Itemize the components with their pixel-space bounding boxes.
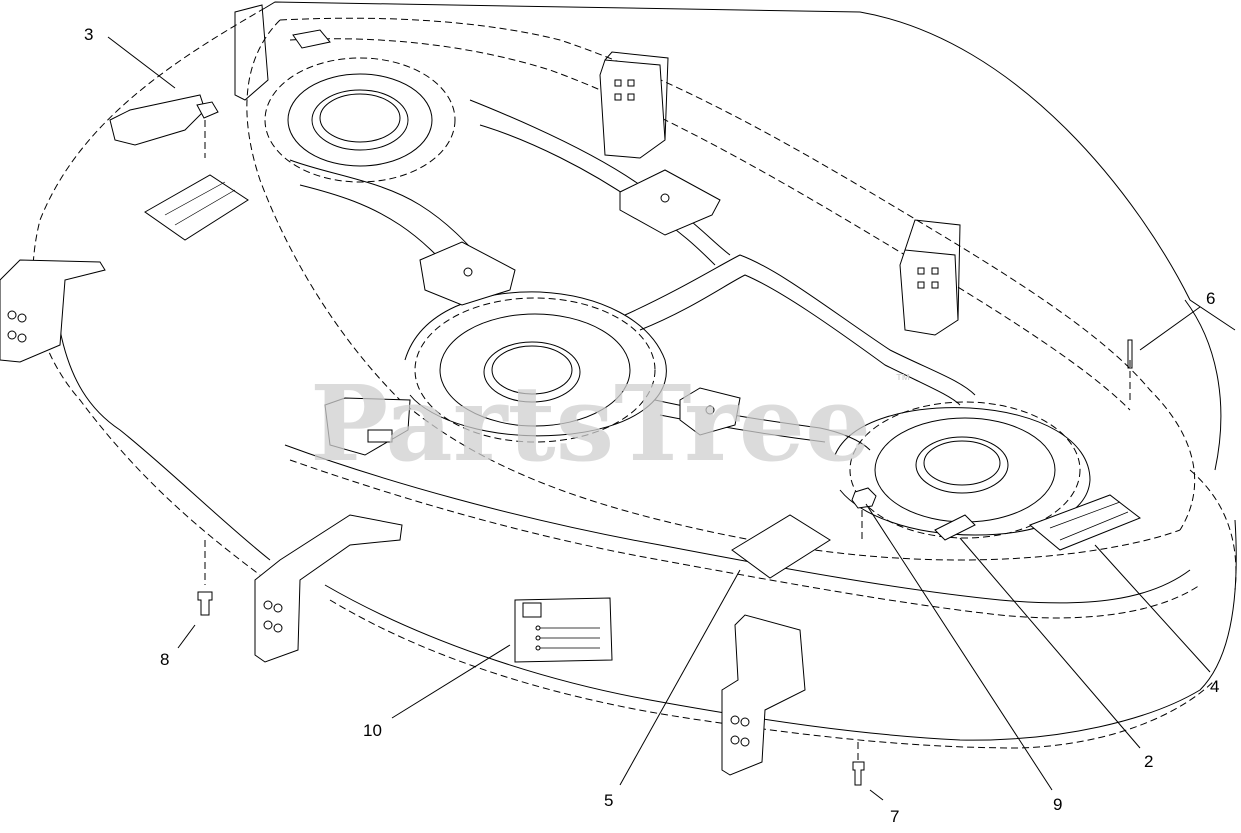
watermark-text: PartsTree bbox=[310, 362, 871, 485]
left-front-hanger bbox=[0, 259, 106, 363]
decal-instruction-plate bbox=[514, 597, 613, 663]
bolt-item-8 bbox=[197, 540, 213, 616]
leader-lines bbox=[107, 36, 1211, 801]
decal-top-small bbox=[292, 29, 331, 49]
callout-3: 3 bbox=[84, 25, 93, 44]
right-front-hanger bbox=[721, 614, 806, 776]
callout-8: 8 bbox=[160, 650, 169, 669]
pin-item-6 bbox=[1127, 339, 1133, 400]
top-left-mount-bracket bbox=[109, 4, 269, 146]
spindle-center bbox=[404, 291, 667, 443]
decal-left-safety bbox=[144, 174, 249, 241]
callout-5: 5 bbox=[604, 791, 613, 810]
decal-center-blank bbox=[731, 514, 831, 579]
rear-bracket-right bbox=[899, 219, 961, 336]
callout-10: 10 bbox=[363, 721, 382, 740]
watermark-trademark: ™ bbox=[895, 372, 911, 389]
left-rear-hanger bbox=[254, 514, 403, 663]
callout-4: 4 bbox=[1210, 677, 1219, 696]
callout-6: 6 bbox=[1206, 289, 1215, 308]
callout-2: 2 bbox=[1144, 752, 1153, 771]
deck-shell bbox=[32, 1, 1237, 749]
center-bracket-mid bbox=[419, 241, 516, 306]
nut-item-9 bbox=[851, 487, 877, 540]
center-bracket-upper bbox=[619, 169, 721, 236]
center-bracket-lower bbox=[679, 387, 741, 436]
decal-right-safety bbox=[1029, 494, 1142, 551]
bolt-top-left bbox=[196, 101, 219, 158]
decal-spindle-small bbox=[934, 514, 976, 541]
baffle-tab bbox=[324, 397, 411, 456]
spindle-right bbox=[834, 401, 1091, 539]
rear-bracket-left bbox=[599, 51, 669, 159]
bolt-item-7 bbox=[852, 742, 865, 786]
callout-9: 9 bbox=[1053, 795, 1062, 814]
callout-7: 7 bbox=[890, 807, 899, 826]
spindle-left bbox=[264, 57, 456, 183]
deck-top-plate bbox=[246, 17, 1196, 561]
